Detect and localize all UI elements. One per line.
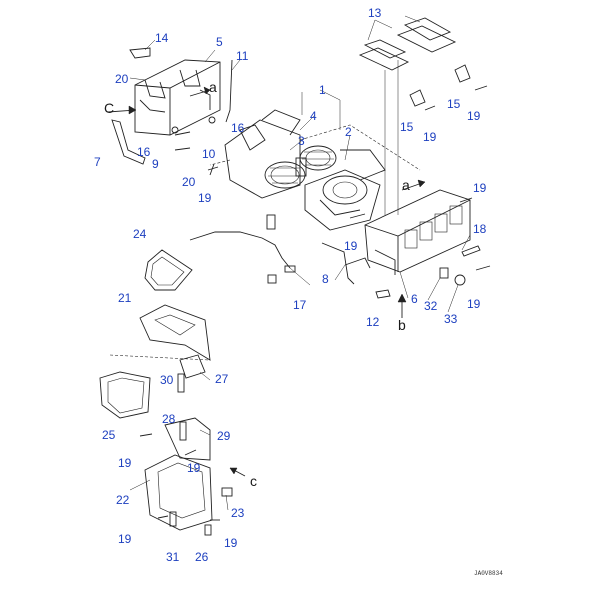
- callout-32: 32: [424, 299, 438, 313]
- callout-6: 6: [411, 292, 418, 306]
- callout-1: 1: [319, 83, 326, 97]
- callout-18: 18: [473, 222, 487, 236]
- callout-25: 25: [102, 428, 116, 442]
- callout-26: 26: [195, 550, 209, 564]
- callout-33: 33: [444, 312, 458, 326]
- part-32: [439, 267, 449, 279]
- hose-17: [189, 231, 291, 269]
- part-30: [177, 373, 185, 393]
- callout-20b: 20: [182, 175, 196, 189]
- part-33: [454, 274, 466, 286]
- part-23: [221, 487, 233, 497]
- callout-12: 12: [366, 315, 380, 329]
- bracket-15b: [409, 89, 426, 107]
- arrow-label-c-bottom: c: [250, 473, 257, 489]
- callout-19e: 19: [344, 239, 358, 253]
- duct-housing-5: [134, 59, 221, 136]
- duct-24: [144, 249, 193, 291]
- callout-19c: 19: [473, 181, 487, 195]
- callout-5: 5: [216, 35, 223, 49]
- part-27: [179, 354, 206, 379]
- flow-arrows: [107, 86, 426, 477]
- callout-14: 14: [155, 31, 169, 45]
- bolt-18: [461, 245, 481, 257]
- callout-16b: 16: [137, 145, 151, 159]
- callout-22: 22: [116, 493, 130, 507]
- callout-21: 21: [118, 291, 132, 305]
- callout-23: 23: [231, 506, 245, 520]
- callout-19g: 19: [118, 456, 132, 470]
- callout-13: 13: [368, 6, 382, 20]
- bracket-8: [321, 242, 355, 285]
- hose-sensor: [284, 265, 296, 273]
- part-28: [179, 421, 187, 441]
- callout-15b: 15: [400, 120, 414, 134]
- blower-assembly: [209, 109, 421, 231]
- callout-3: 3: [298, 134, 305, 148]
- callout-15a: 15: [447, 97, 461, 111]
- duct-22: [144, 454, 213, 531]
- callout-17: 17: [293, 298, 307, 312]
- callout-19f: 19: [467, 297, 481, 311]
- callout-19j: 19: [224, 536, 238, 550]
- rod-11: [225, 59, 233, 123]
- callout-19h: 19: [187, 461, 201, 475]
- callout-10: 10: [202, 147, 216, 161]
- callout-2: 2: [345, 125, 352, 139]
- screw-set: [139, 85, 491, 536]
- callout-30: 30: [160, 373, 174, 387]
- callout-4: 4: [310, 109, 317, 123]
- arrow-label-a-mid: a: [402, 177, 410, 193]
- arrow-label-b: b: [398, 317, 406, 333]
- arrow-label-a-top: a: [209, 79, 217, 95]
- callout-19b: 19: [423, 130, 437, 144]
- callout-8: 8: [322, 272, 329, 286]
- leader-lines: [129, 15, 471, 511]
- clip-7: [111, 119, 146, 165]
- callout-29: 29: [217, 429, 231, 443]
- callout-28: 28: [162, 412, 176, 426]
- plate-29: [164, 417, 211, 461]
- callout-11: 11: [236, 49, 249, 63]
- hose-fitting: [266, 214, 276, 230]
- callout-19a: 19: [467, 109, 481, 123]
- bracket-15a: [454, 64, 471, 83]
- bracket-14: [129, 47, 151, 59]
- arrow-label-c-left: C: [104, 100, 115, 116]
- callout-19i: 19: [118, 532, 132, 546]
- callout-31: 31: [166, 550, 180, 564]
- callout-16a: 16: [231, 121, 245, 135]
- part-12: [375, 289, 391, 299]
- gasket-13: [358, 17, 457, 215]
- main-frame-6: [344, 189, 471, 275]
- callout-7: 7: [94, 155, 101, 169]
- callout-19d: 19: [198, 191, 212, 205]
- hose-clip: [267, 274, 277, 284]
- callout-24: 24: [133, 227, 147, 241]
- bracket-21: [139, 304, 211, 361]
- callout-27: 27: [215, 372, 229, 386]
- document-code: JA0V8834: [474, 570, 503, 577]
- filter-25: [99, 371, 151, 419]
- callout-20a: 20: [115, 72, 129, 86]
- callout-9: 9: [152, 157, 159, 171]
